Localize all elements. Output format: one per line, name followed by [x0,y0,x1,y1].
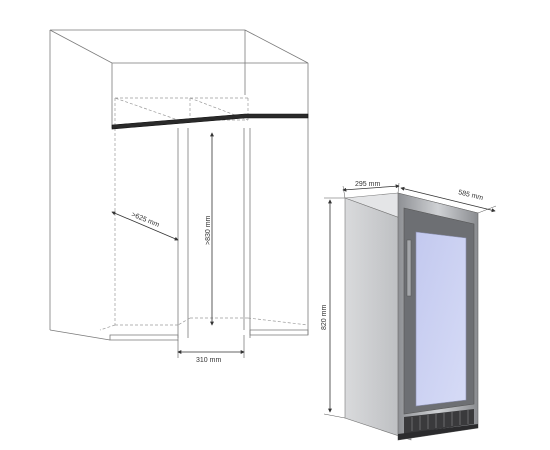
cooler-width-dimension: 295 mm [342,181,400,199]
cabinet-outline [49,29,309,341]
cooler-depth-label: 585 mm [458,189,484,202]
cooler-width-label: 295 mm [355,181,380,188]
wine-cooler [344,192,479,441]
cabinet-width-label: 310 mm [196,357,221,364]
cabinet-depth-dimension: >625 mm [111,211,179,241]
cooler-height-dimension: 820 mm [321,197,346,419]
countertop-edge [111,113,309,130]
cooler-height-label: 820 mm [321,305,328,330]
vent-grille [404,409,474,434]
cabinet-width-dimension: 310 mm [177,335,245,364]
cabinet-hidden-lines [99,97,309,331]
cabinet-height-label: >830 mm [205,215,212,245]
glass-door [415,231,467,407]
cabinet-height-dimension: >830 mm [205,132,214,326]
door-handle [406,239,412,297]
